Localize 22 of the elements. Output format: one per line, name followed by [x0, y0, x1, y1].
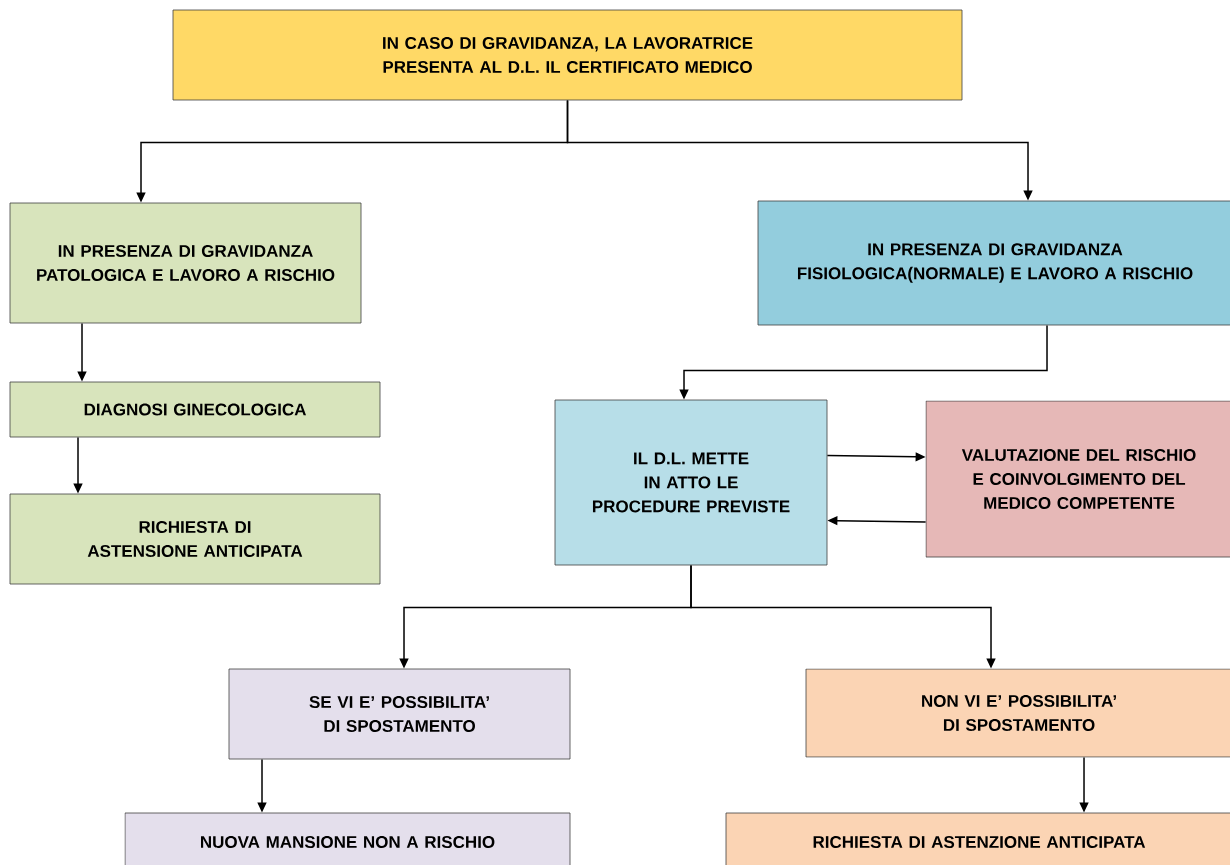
node-label: RICHIESTA DI ASTENSIONE ANTICIPATA: [87, 520, 303, 558]
process-box: [805, 668, 1230, 758]
node-label: RICHIESTA DI ASTENZIONE ANTICIPATA: [813, 835, 1146, 849]
node-label: IN CASO DI GRAVIDANZA, LA LAVORATRICE PRESENTA AL D.L. IL CERTIFICATO MEDICO: [383, 36, 753, 74]
process-box: [124, 812, 571, 865]
node-label: NUOVA MANSIONE NON A RISCHIO: [201, 835, 495, 849]
node-label: IL D.L. METTE IN ATTO LE PROCEDURE PREVISTE: [592, 452, 790, 513]
node-label: DIAGNOSI GINECOLOGICA: [84, 403, 307, 416]
process-box: [9, 381, 381, 438]
node-label: IN PRESENZA DI GRAVIDANZA PATOLOGICA E LAVORO A RISCHIO: [37, 244, 335, 282]
process-box: [9, 202, 362, 324]
process-box: [725, 812, 1230, 865]
process-box: [757, 200, 1230, 326]
process-box: [554, 399, 828, 566]
process-box: [9, 493, 381, 585]
process-box: [172, 9, 963, 101]
process-box: [228, 668, 571, 760]
node-label: VALUTAZIONE DEL RISCHIO E COINVOLGIMENTO DEL MEDICO COMPETENTE: [961, 448, 1196, 510]
node-label: IN PRESENZA DI GRAVIDANZA FISIOLOGICA(NORMALE) E LAVORO A RISCHIO: [797, 243, 1193, 283]
node-label: SE VI E’ POSSIBILITA’ DI SPOSTAMENTO: [309, 695, 489, 733]
process-box: [925, 400, 1230, 558]
node-label: NON VI E’ POSSIBILITA’ DI SPOSTAMENTO: [922, 694, 1116, 732]
